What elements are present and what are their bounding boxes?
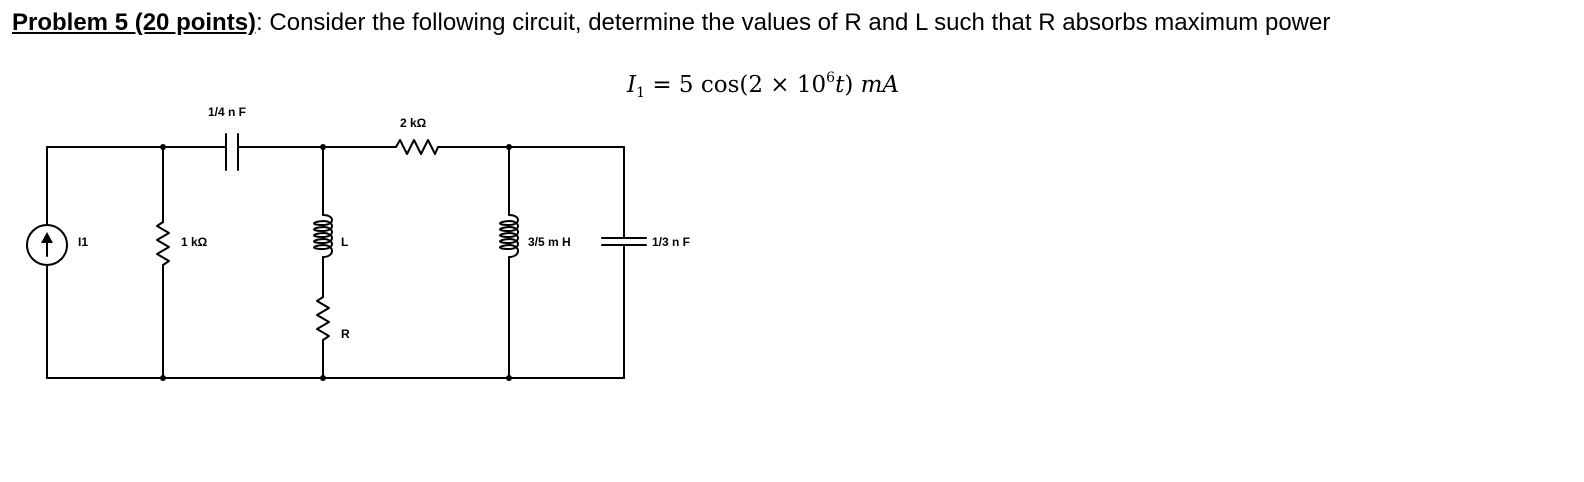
junction-dot bbox=[506, 375, 512, 381]
problem-heading: Problem 5 (20 points) bbox=[12, 9, 257, 36]
inductor-l bbox=[313, 214, 333, 258]
junction-dot bbox=[160, 375, 166, 381]
junction-dot bbox=[160, 144, 166, 150]
resistor-2k bbox=[395, 139, 443, 155]
problem-text: Consider the following circuit, determin… bbox=[262, 9, 1331, 36]
eq-t: t bbox=[835, 72, 845, 98]
current-source bbox=[26, 224, 68, 266]
l-label: L bbox=[341, 235, 348, 249]
resistor-1k bbox=[156, 221, 170, 266]
c2-label: 1/3 n F bbox=[652, 235, 690, 249]
source-arrow-head bbox=[41, 232, 53, 243]
r1-label: 1 kΩ bbox=[181, 235, 208, 249]
r2-label: 2 kΩ bbox=[400, 116, 427, 130]
junction-dot bbox=[506, 144, 512, 150]
resistor-r bbox=[316, 296, 330, 341]
inductor-l2 bbox=[499, 214, 519, 258]
junction-dot bbox=[320, 144, 326, 150]
eq-unit: mA bbox=[853, 72, 900, 98]
c1-label: 1/4 n F bbox=[208, 105, 246, 119]
source-equation: I1 = 5 cos(2 × 106t) mA bbox=[627, 70, 899, 101]
eq-exp: 6 bbox=[826, 70, 836, 86]
problem-colon: : bbox=[256, 9, 263, 36]
eq-close: ) bbox=[844, 72, 854, 98]
junction-dot bbox=[320, 375, 326, 381]
eq-mid: = 5 cos(2 × 10 bbox=[645, 72, 827, 98]
source-label: I1 bbox=[78, 235, 88, 249]
eq-sub: 1 bbox=[636, 85, 646, 101]
eq-var: I bbox=[627, 72, 637, 98]
l2-label: 3/5 m H bbox=[528, 235, 571, 249]
problem-statement: Problem 5 (20 points): Consider the foll… bbox=[12, 8, 1512, 38]
r-label: R bbox=[341, 327, 350, 341]
